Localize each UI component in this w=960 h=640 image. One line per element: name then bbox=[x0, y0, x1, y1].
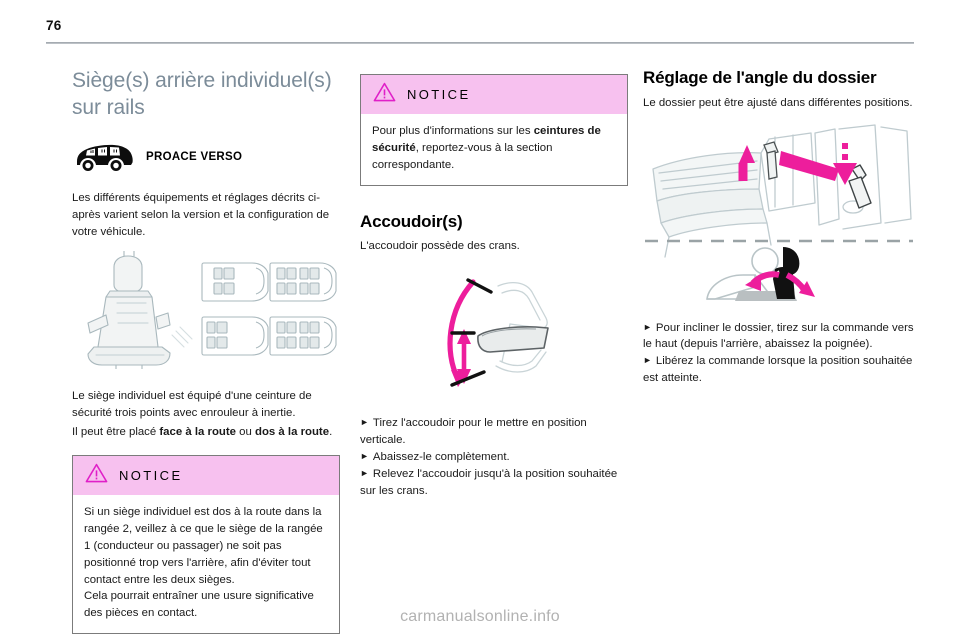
figure-recline bbox=[643, 123, 915, 306]
notice-label: NOTICE bbox=[407, 87, 471, 102]
step-text: Libérez la commande lorsque la position … bbox=[643, 355, 913, 385]
bullet-triangle-icon: ► bbox=[360, 450, 369, 461]
column-right: Réglage de l'angle du dossier Le dossier… bbox=[643, 60, 915, 387]
notice-text-line-1: Si un siège individuel est dos à la rout… bbox=[84, 506, 323, 586]
model-name-label: PROACE VERSO bbox=[146, 150, 243, 163]
notice-header: NOTICE bbox=[73, 456, 339, 495]
recline-steps: ►Pour incliner le dossier, tirez sur la … bbox=[643, 320, 915, 388]
list-item: ►Libérez la commande lorsque la position… bbox=[643, 353, 915, 387]
notice-text-emphasis: ceintures de sécurité bbox=[372, 125, 601, 154]
orientation-text-mid: ou bbox=[236, 426, 255, 439]
armrest-steps: ►Tirez l'accoudoir pour le mettre en pos… bbox=[360, 415, 628, 499]
list-item: ►Abaissez-le complètement. bbox=[360, 449, 628, 466]
figure-armrest bbox=[360, 266, 628, 401]
list-item: ►Pour incliner le dossier, tirez sur la … bbox=[643, 320, 915, 354]
step-text: Abaissez-le complètement. bbox=[372, 450, 510, 463]
armrest-intro: L'accoudoir possède des crans. bbox=[360, 240, 520, 253]
recline-intro: Le dossier peut être ajusté dans différe… bbox=[643, 96, 913, 109]
column-left: Siège(s) arrière individuel(s) sur rails… bbox=[72, 60, 340, 635]
orientation-text-end: . bbox=[329, 426, 333, 439]
notice-header: NOTICE bbox=[361, 75, 627, 114]
section-heading-recline: Réglage de l'angle du dossier bbox=[643, 68, 877, 87]
bullet-triangle-icon: ► bbox=[643, 321, 652, 332]
notice-body: Si un siège individuel est dos à la rout… bbox=[73, 495, 339, 633]
list-item: ►Tirez l'accoudoir pour le mettre en pos… bbox=[360, 415, 628, 449]
page-number: 76 bbox=[46, 18, 62, 33]
intro-paragraph: Les différents équipements et réglages d… bbox=[72, 191, 330, 238]
site-watermark: carmanualsonline.info bbox=[400, 608, 560, 625]
figure-seat-layouts bbox=[72, 249, 340, 382]
bullet-triangle-icon: ► bbox=[360, 417, 369, 428]
notice-text-post: , reportez-vous à la section corresponda… bbox=[372, 141, 553, 171]
notice-box-seat-belts: NOTICE Pour plus d'informations sur les … bbox=[360, 74, 628, 186]
orientation-forward: face à la route bbox=[159, 426, 236, 439]
notice-label: NOTICE bbox=[119, 468, 183, 483]
notice-body: Pour plus d'informations sur les ceintur… bbox=[361, 114, 627, 185]
step-text: Relevez l'accoudoir jusqu'à la position … bbox=[360, 467, 618, 497]
step-text: Tirez l'accoudoir pour le mettre en posi… bbox=[360, 417, 587, 447]
notice-box-seat-position: NOTICE Si un siège individuel est dos à … bbox=[72, 455, 340, 635]
page-header: 76 bbox=[0, 0, 960, 46]
section-heading-armrest: Accoudoir(s) bbox=[360, 211, 463, 231]
bullet-triangle-icon: ► bbox=[643, 355, 652, 366]
column-middle: NOTICE Pour plus d'informations sur les … bbox=[360, 60, 628, 500]
bullet-triangle-icon: ► bbox=[360, 467, 369, 478]
warning-triangle-icon bbox=[85, 463, 108, 488]
orientation-text-pre: Il peut être placé bbox=[72, 426, 160, 439]
warning-triangle-icon bbox=[373, 82, 396, 107]
page-title: Siège(s) arrière individuel(s) sur rails bbox=[72, 69, 332, 119]
header-divider bbox=[46, 42, 914, 44]
notice-text-pre: Pour plus d'informations sur les bbox=[372, 125, 534, 137]
notice-text: Pour plus d'informations sur les ceintur… bbox=[372, 123, 616, 174]
seat-orientation-paragraph: Il peut être placé face à la route ou do… bbox=[72, 424, 340, 441]
step-text: Pour incliner le dossier, tirez sur la c… bbox=[643, 321, 914, 351]
van-icon bbox=[72, 140, 134, 174]
seat-belt-paragraph: Le siège individuel est équipé d'une cei… bbox=[72, 390, 312, 420]
list-item: ►Relevez l'accoudoir jusqu'à la position… bbox=[360, 466, 628, 500]
model-badge: PROACE VERSO bbox=[72, 140, 340, 174]
orientation-rearward: dos à la route bbox=[255, 426, 330, 439]
notice-text-line-2: Cela pourrait entraîner une usure signif… bbox=[84, 590, 314, 620]
